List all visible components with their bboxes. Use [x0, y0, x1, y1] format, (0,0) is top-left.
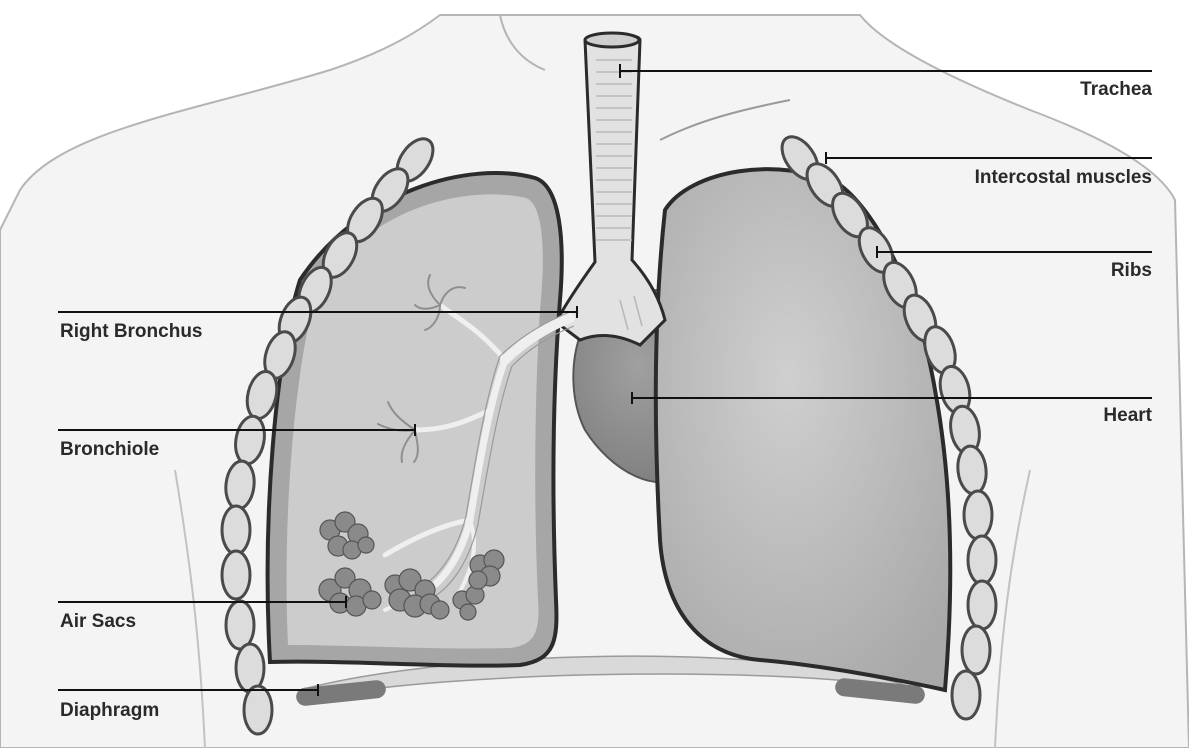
label-diaphragm: Diaphragm — [60, 700, 159, 721]
label-ribs: Ribs — [1111, 260, 1152, 281]
label-air-sacs: Air Sacs — [60, 611, 136, 632]
label-intercostal-muscles: Intercostal muscles — [975, 167, 1152, 188]
label-heart: Heart — [1103, 405, 1152, 426]
label-right-bronchus: Right Bronchus — [60, 321, 203, 342]
label-bronchiole: Bronchiole — [60, 439, 159, 460]
trachea-top — [585, 33, 639, 47]
label-trachea: Trachea — [1080, 79, 1152, 100]
